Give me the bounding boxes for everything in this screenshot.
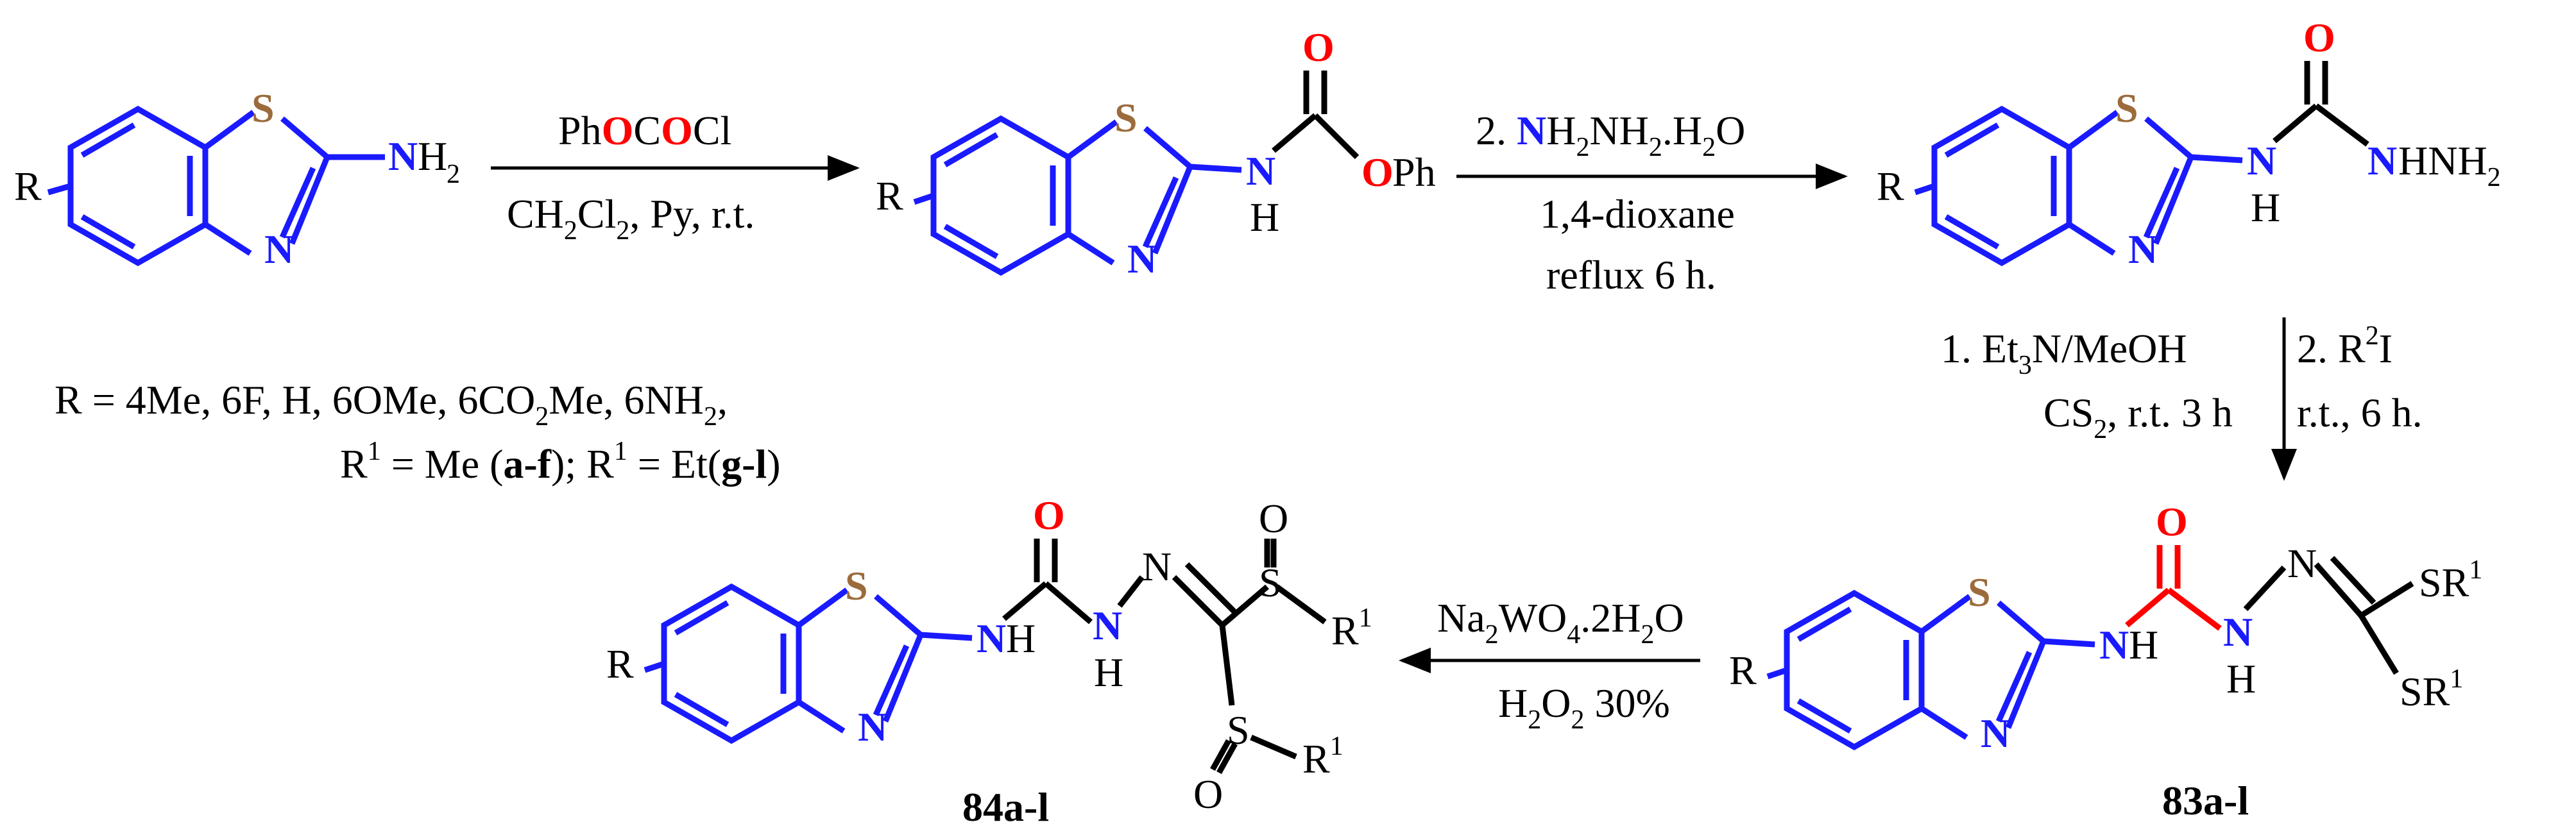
semicarbazide-hnh2: HNH2 <box>2398 138 2501 192</box>
c84-r1-bottom: R1 <box>1302 732 1343 782</box>
step1-reagent: PhOCOCl <box>558 108 731 153</box>
carbamate-n: N <box>1246 148 1275 194</box>
svg-text:Na2WO4.2H2O: Na2WO4.2H2O <box>1437 595 1684 650</box>
step3-conditions-right: 2. R2I r.t., 6 h. <box>2297 321 2423 435</box>
c84-n3: N <box>1142 544 1172 589</box>
amine-subscript: 2 <box>447 160 460 189</box>
atom-nitrogen: N <box>858 704 887 750</box>
semicarbazide-carbonyl <box>2273 61 2369 147</box>
c84-o-bottom: O <box>1193 771 1223 817</box>
svg-text:H2O2 30%: H2O2 30% <box>1498 680 1670 735</box>
compound-84 <box>644 583 973 744</box>
semicarbazide-o: O <box>2303 15 2335 60</box>
step1-conditions: CH2Cl2, Py, r.t. <box>507 191 755 246</box>
svg-text:R = 4Me, 6F, H, 6OMe, 6CO2: R = 4Me, 6F, H, 6OMe, 6CO2Me, 6NH2, <box>55 377 728 432</box>
c84-label: 84a-l <box>962 784 1049 830</box>
svg-text:CH2Cl2, Py, r.t.: CH2Cl2, Py, r.t. <box>507 191 755 246</box>
step2-condition: reflux 6 h. <box>1546 252 1716 298</box>
c84-r1-top: R1 <box>1331 603 1372 653</box>
atom-sulfur: S <box>1968 569 1991 615</box>
compound-aminobenzothiazole <box>47 105 385 267</box>
c84-nh2: H <box>1094 650 1123 695</box>
svg-text:R1 = Me (a-f); R1 = Et(g-l): R1 = Me (a-f); R1 = Et(g-l) <box>340 437 781 487</box>
compound-semicarbazide <box>1914 105 2243 267</box>
c83-n2: N <box>2223 609 2253 655</box>
substituent-r: R <box>1877 164 1904 209</box>
svg-text:1. Et3N/MeOH: 1. Et3N/MeOH <box>1941 326 2187 380</box>
atom-nitrogen: N <box>1127 236 1157 281</box>
step2-reagent: 2. NH2NH2.H2O <box>1476 108 1745 162</box>
c83-n3: N <box>2287 541 2317 586</box>
atom-sulfur: S <box>2115 85 2138 131</box>
substituent-r: R <box>606 641 634 687</box>
compound-84-sulfonyl <box>1117 539 1327 775</box>
compound-83-hydrazone <box>2243 555 2414 675</box>
step4-reagent: Na2WO4.2H2O <box>1437 595 1684 650</box>
substituent-r: R <box>1729 648 1757 693</box>
step2-solvent: 1,4-dioxane <box>1540 191 1735 237</box>
semicarbazide-n2: N <box>2367 138 2397 183</box>
substituent-legend: R = 4Me, 6F, H, 6OMe, 6CO2Me, 6NH2, R1 =… <box>55 377 781 487</box>
c84-o: O <box>1033 492 1065 538</box>
c84-n1: N <box>977 616 1006 661</box>
step4-oxidant: H2O2 30% <box>1498 680 1670 735</box>
atom-nitrogen: N <box>1981 710 2010 756</box>
amine-h: H <box>418 133 447 179</box>
c84-o-top: O <box>1259 496 1288 541</box>
c83-n1: N <box>2099 622 2129 668</box>
c84-n2: N <box>1093 603 1122 648</box>
atom-nitrogen: N <box>264 226 294 272</box>
c83-sr1-bottom: SR1 <box>2400 664 2463 714</box>
c84-s-top: S <box>1259 560 1282 605</box>
svg-text:2. NH2NH2.H2O: 2. NH2NH2.H2O <box>1476 108 1745 162</box>
atom-sulfur: S <box>845 563 868 609</box>
carbamate-ester-o: O <box>1361 149 1394 195</box>
svg-text:2. R2I: 2. R2I <box>2297 321 2393 371</box>
substituent-r: R <box>876 173 903 219</box>
c83-o: O <box>2156 499 2188 544</box>
atom-sulfur: S <box>252 85 275 131</box>
c83-nh1: H <box>2129 622 2158 668</box>
c83-label: 83a-l <box>2162 778 2249 823</box>
carbamate-nh: H <box>1250 194 1279 240</box>
atom-sulfur: S <box>1114 95 1138 140</box>
c83-sr1-top: SR1 <box>2419 555 2482 605</box>
c84-nh1: H <box>1006 616 1036 661</box>
svg-text:r.t., 6 h.: r.t., 6 h. <box>2297 390 2423 435</box>
semicarbazide-n1: N <box>2247 138 2276 183</box>
c83-nh2: H <box>2226 656 2256 701</box>
compound-83-carbonyl <box>2125 545 2222 631</box>
semicarbazide-nh: H <box>2251 185 2280 230</box>
svg-text:CS2, r.t. 3 h: CS2, r.t. 3 h <box>2043 390 2233 444</box>
carbamate-phenyl: Ph <box>1392 149 1436 195</box>
compound-84-carbonyl <box>1002 539 1093 625</box>
carbamate-carbonyl-o: O <box>1302 24 1335 70</box>
substituent-r: R <box>14 164 42 209</box>
c84-s-bottom: S <box>1227 707 1250 753</box>
svg-text:PhOCOCl: PhOCOCl <box>558 108 731 153</box>
amine-n: N <box>388 133 418 179</box>
atom-nitrogen: N <box>2128 226 2158 272</box>
step3-conditions-left: 1. Et3N/MeOH CS2, r.t. 3 h <box>1941 326 2233 444</box>
compound-carbamate <box>913 115 1242 276</box>
carbamate-carbonyl <box>1272 71 1360 160</box>
compound-83 <box>1766 589 2095 751</box>
